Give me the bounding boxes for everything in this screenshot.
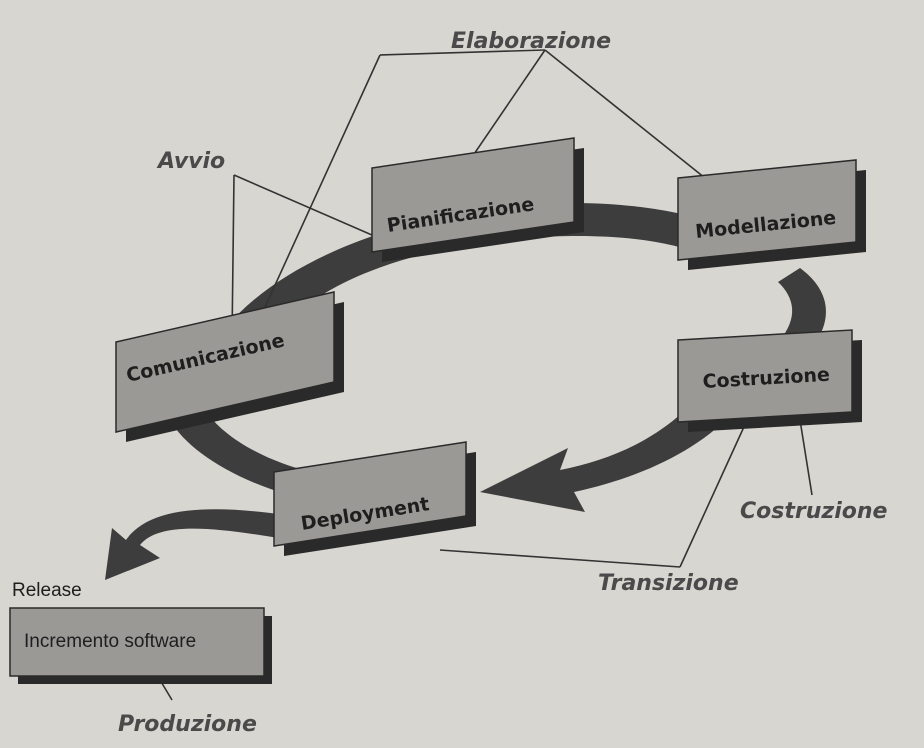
phase-box-deployment: Deployment xyxy=(273,441,476,556)
release-label: Release xyxy=(12,580,82,601)
increment-software-label: Incremento software xyxy=(24,631,196,652)
phase-box-costruzione: Costruzione xyxy=(677,329,862,432)
exit-arrow xyxy=(105,509,290,580)
phase-box-pianificazione: Pianificazione xyxy=(371,137,584,262)
phase-box-modellazione: Modellazione xyxy=(677,159,866,270)
workflow-label-produzione: Produzione xyxy=(118,712,257,737)
phase-box-comunicazione: Comunicazione xyxy=(115,291,344,442)
workflow-label-transizione: Transizione xyxy=(598,571,739,596)
leader-lines xyxy=(159,49,813,701)
workflow-label-costruzione: Costruzione xyxy=(740,499,888,524)
cycle-arrow-bottom xyxy=(480,395,735,512)
cycle-arrow-right xyxy=(778,268,827,350)
workflow-label-elaborazione: Elaborazione xyxy=(451,29,611,54)
release-box: Incremento software xyxy=(9,607,272,684)
workflow-label-avvio: Avvio xyxy=(156,149,225,174)
